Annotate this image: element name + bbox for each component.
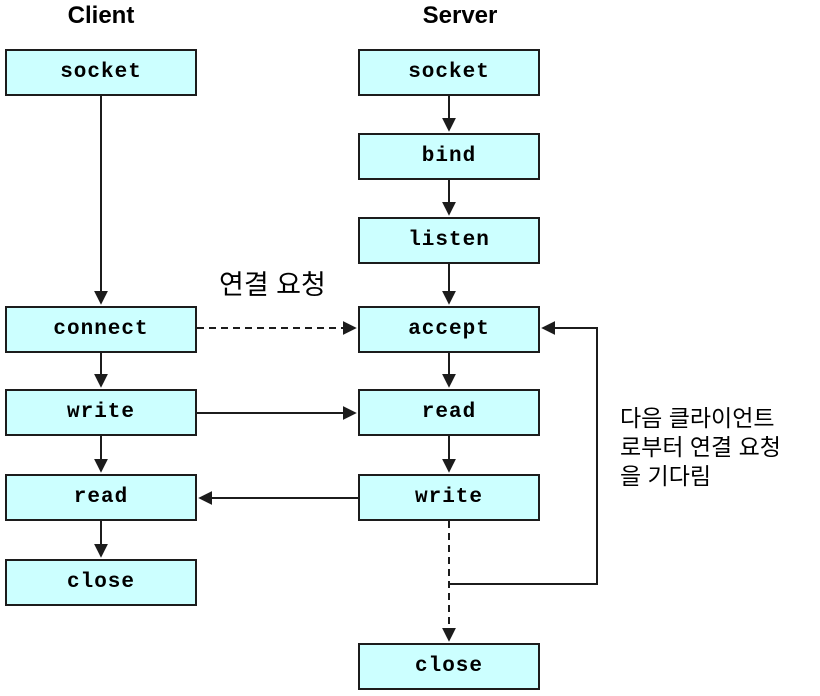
client-step-read: read — [5, 474, 197, 521]
client-step-socket: socket — [5, 49, 197, 96]
client-step-connect: connect — [5, 306, 197, 353]
arrow-server-write-loop-to-accept — [449, 321, 598, 585]
client-column-title: Client — [67, 2, 135, 29]
server-step-socket: socket — [358, 49, 540, 96]
server-step-close: close — [358, 643, 540, 690]
server-column-title: Server — [422, 2, 498, 29]
connection-request-label: 연결 요청 — [219, 270, 326, 300]
server-step-listen: listen — [358, 217, 540, 264]
wait-next-client-annotation: 다음 클라이언트 로부터 연결 요청 을 기다림 — [620, 405, 781, 489]
client-step-write: write — [5, 389, 197, 436]
server-step-bind: bind — [358, 133, 540, 180]
server-step-write: write — [358, 474, 540, 521]
client-step-close: close — [5, 559, 197, 606]
server-step-read: read — [358, 389, 540, 436]
server-step-accept: accept — [358, 306, 540, 353]
